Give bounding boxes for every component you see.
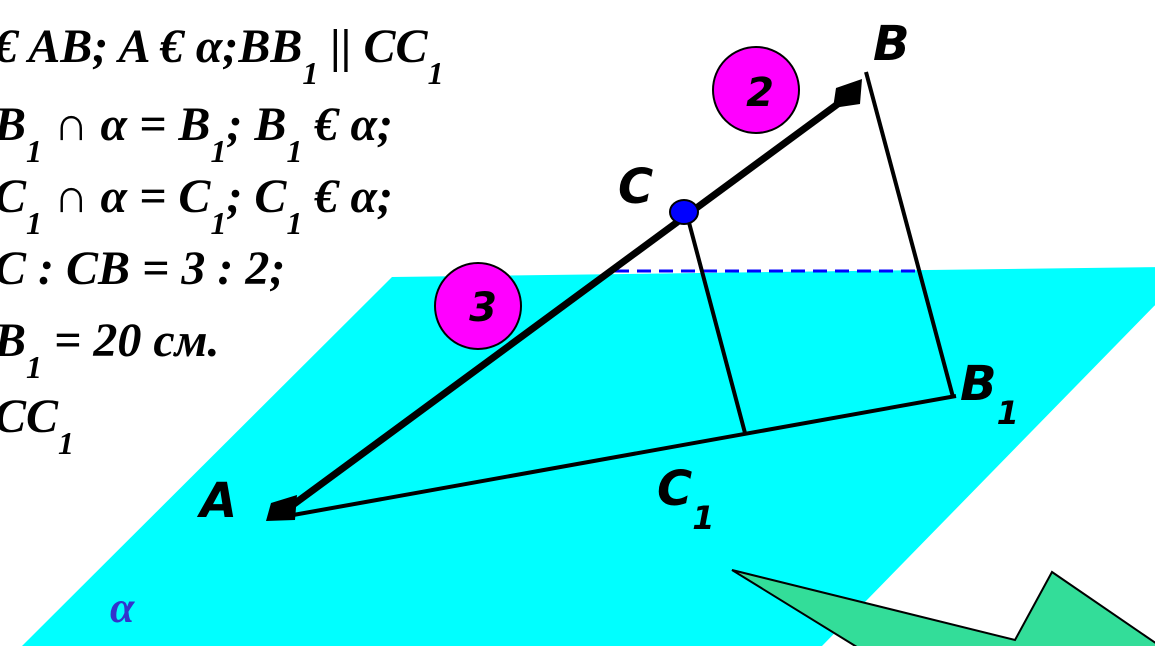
condition-line-1: € AB; A € α;BB1 || CC1	[0, 20, 444, 91]
ratio-badge-2-label: 2	[746, 70, 774, 116]
condition-subscript: 1	[286, 133, 302, 169]
condition-text: ∩ α = B	[42, 98, 210, 151]
point-c-dot	[669, 199, 699, 225]
label-c1-base: C	[657, 461, 692, 517]
segment-ab1	[281, 394, 957, 519]
condition-text: € α;	[302, 98, 393, 151]
condition-line-2: B1 ∩ α = B1; B1 € α;	[0, 98, 393, 169]
condition-subscript: 1	[428, 55, 444, 91]
label-b: B	[873, 16, 910, 72]
condition-text: € AB; A € α;BB	[0, 20, 302, 73]
condition-subscript: 1	[26, 349, 42, 385]
ratio-badge-3: 3	[434, 262, 522, 350]
condition-line-3: C1 ∩ α = C1; C1 € α;	[0, 170, 393, 241]
condition-text: C	[0, 170, 27, 223]
condition-subscript: 1	[210, 205, 226, 241]
condition-subscript: 1	[302, 55, 318, 91]
point-b-marker	[833, 79, 862, 108]
condition-line-6: CC1	[0, 390, 74, 461]
plane-alpha	[22, 267, 1155, 646]
conditions-block: € AB; A € α;BB1 || CC1B1 ∩ α = B1; B1 € …	[0, 20, 444, 461]
condition-subscript: 1	[26, 133, 42, 169]
condition-text: B	[0, 98, 26, 151]
label-c1-sub: 1	[692, 499, 714, 537]
condition-subscript: 1	[210, 133, 226, 169]
point-a-marker	[266, 495, 297, 521]
label-c: C	[618, 159, 653, 215]
label-a: A	[196, 473, 237, 529]
label-b1-base: B	[960, 356, 997, 412]
label-c1: C1	[657, 461, 715, 537]
condition-text: B	[0, 314, 26, 367]
condition-text: C : CB = 3 : 2;	[0, 242, 285, 295]
condition-text: ; C	[226, 170, 287, 223]
condition-subscript: 1	[26, 205, 42, 241]
condition-text: CC	[0, 390, 59, 443]
condition-subscript: 1	[58, 425, 74, 461]
condition-line-5: B1 = 20 см.	[0, 314, 220, 385]
segment-bb1	[864, 71, 955, 398]
condition-text: || CC	[318, 20, 428, 73]
label-b1: B1	[960, 356, 1019, 432]
plane-label-alpha: α	[110, 583, 135, 632]
condition-text: € α;	[302, 170, 393, 223]
label-b1-sub: 1	[997, 394, 1019, 432]
callout-shape	[731, 569, 1155, 646]
condition-line-4: C : CB = 3 : 2;	[0, 242, 285, 295]
segment-ab	[283, 92, 853, 513]
condition-text: = 20 см.	[42, 314, 220, 367]
segment-cc1	[685, 214, 747, 434]
condition-subscript: 1	[286, 205, 302, 241]
ratio-badge-3-label: 3	[469, 285, 497, 331]
ratio-badge-2: 2	[712, 46, 800, 134]
condition-text: ∩ α = C	[42, 170, 211, 223]
condition-text: ; B	[226, 98, 286, 151]
